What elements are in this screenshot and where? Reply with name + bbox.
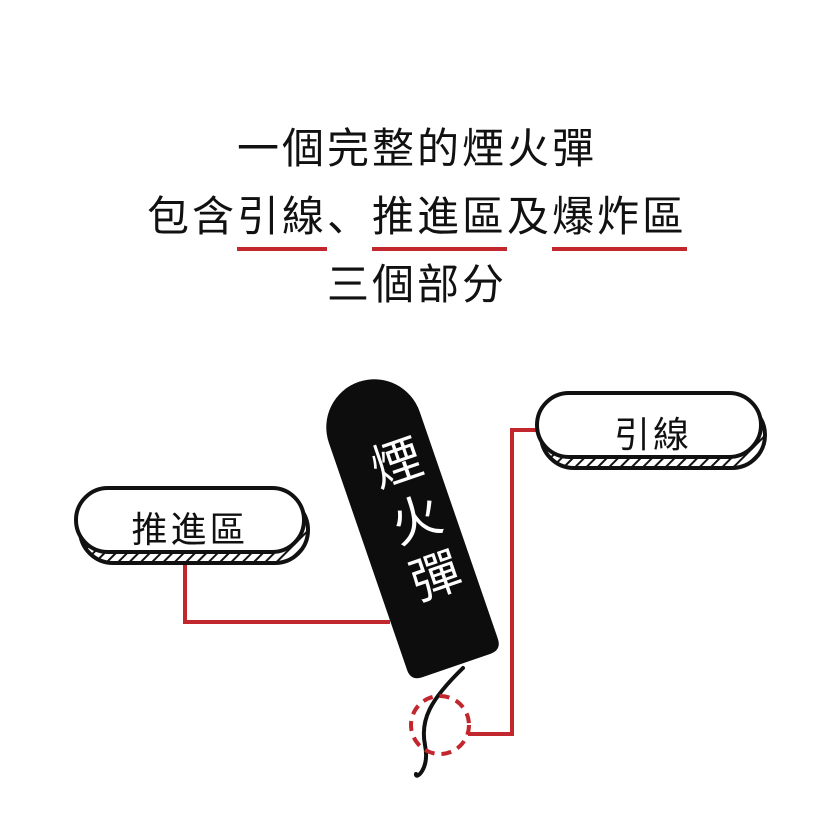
title-text: 、 <box>326 192 372 241</box>
callout-fuse-pill <box>535 391 767 470</box>
callout-fuse-label: 引線 <box>613 415 692 456</box>
firework-shell <box>326 379 499 679</box>
fuse-highlight-circle <box>409 694 471 756</box>
title-line-3: 三個部分 <box>326 260 507 309</box>
highlight-fuse: 引線 <box>236 192 327 241</box>
title-line-1: 一個完整的煙火彈 <box>236 124 597 173</box>
title-text: 包含 <box>146 192 237 241</box>
callout-propulsion-pill <box>74 486 310 565</box>
highlight-propulsion: 推進區 <box>372 192 508 241</box>
connector-propulsion <box>183 564 390 624</box>
fuse <box>414 666 465 778</box>
highlight-burst: 爆炸區 <box>552 192 688 241</box>
title-line-2: 包含引線、推進區及爆炸區 <box>0 196 834 238</box>
callout-propulsion-label: 推進區 <box>131 510 249 551</box>
connector-fuse <box>468 428 539 736</box>
title-text: 及 <box>507 192 553 241</box>
